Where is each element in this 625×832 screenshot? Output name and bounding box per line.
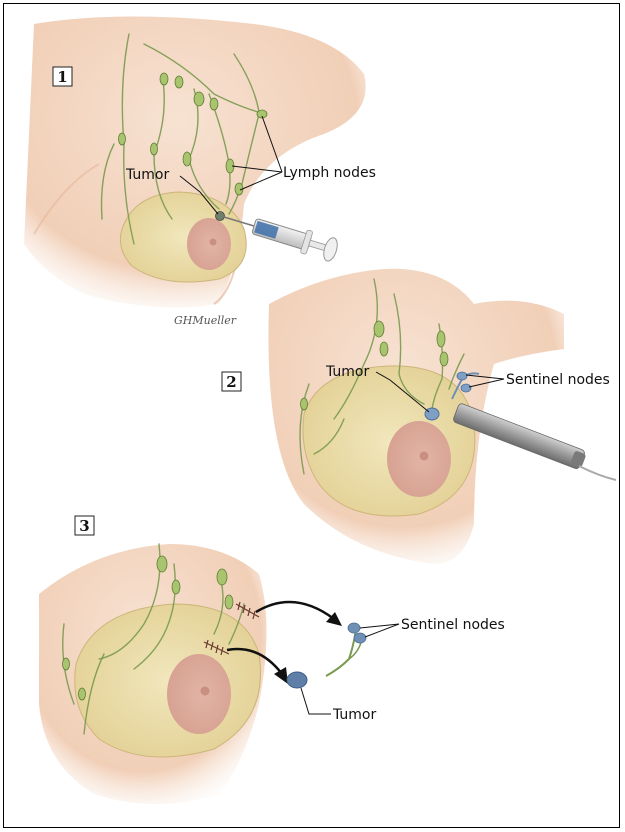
- step-3-badge: 3: [75, 516, 94, 535]
- step-1-badge: 1: [53, 67, 72, 86]
- panel-3-areola: [167, 654, 231, 734]
- svg-text:3: 3: [79, 517, 89, 535]
- illustrator-signature: GHMueller: [174, 314, 237, 327]
- panel-2-tumor-label: Tumor: [325, 364, 370, 380]
- figure-frame: GHMueller 1 Tumor Lymph nodes: [3, 3, 620, 828]
- panel-1-tumor-label: Tumor: [125, 167, 170, 183]
- sentinel-node-biopsy-illustration: GHMueller 1 Tumor Lymph nodes: [4, 4, 620, 828]
- panel-1-lymph-nodes-label: Lymph nodes: [283, 165, 376, 181]
- panel-3-excised-sentinel-nodes: [326, 623, 366, 676]
- panel-1: GHMueller 1 Tumor Lymph nodes: [24, 17, 376, 328]
- panel-2-sentinel-nodes-label: Sentinel nodes: [506, 372, 610, 388]
- panel-1-areola: [187, 218, 231, 270]
- svg-text:2: 2: [226, 373, 236, 391]
- panel-3-excised-tumor: [287, 672, 307, 688]
- panel-3-tumor-label: Tumor: [332, 707, 377, 723]
- svg-text:1: 1: [57, 68, 67, 86]
- panel-2-areola: [387, 421, 451, 497]
- panel-2: 2 Tumor Sentinel nodes: [222, 269, 616, 564]
- step-2-badge: 2: [222, 372, 241, 391]
- panel-3-sentinel-nodes-label: Sentinel nodes: [401, 617, 505, 633]
